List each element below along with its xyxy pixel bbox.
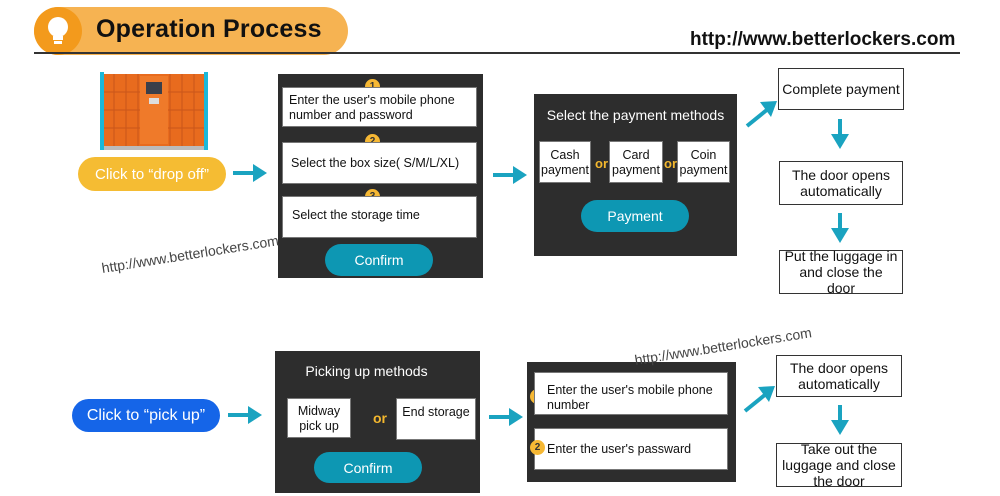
or-label: or <box>595 156 608 171</box>
or-label: or <box>373 410 387 426</box>
or-label: or <box>664 156 677 171</box>
phone-number-field[interactable]: Enter the user's mobile phone number <box>534 372 728 415</box>
watermark-text: http://www.betterlockers.com <box>100 232 280 276</box>
box-size-select[interactable]: Select the box size( S/M/L/XL) <box>282 142 477 184</box>
midway-pickup-option[interactable]: Midway pick up <box>287 398 351 438</box>
title-banner <box>34 7 348 55</box>
page-title: Operation Process <box>96 15 322 43</box>
arrow-down-icon <box>831 119 849 149</box>
take-luggage-box: Take out the luggage and close the door <box>776 441 902 489</box>
pickup-methods-title: Picking up methods <box>305 363 428 379</box>
payment-button[interactable]: Payment <box>581 200 689 232</box>
confirm-button[interactable]: Confirm <box>325 244 433 276</box>
arrow-right-icon <box>233 164 267 182</box>
arrow-up-right-icon <box>745 101 777 128</box>
pick-up-button[interactable]: Click to “pick up” <box>72 399 220 432</box>
complete-payment-box: Complete payment <box>778 68 904 110</box>
arrow-right-icon <box>228 406 262 424</box>
arrow-down-icon <box>831 213 849 243</box>
website-url[interactable]: http://www.betterlockers.com <box>690 29 956 50</box>
lightbulb-icon <box>34 7 82 55</box>
password-field[interactable]: Enter the user's passward <box>534 428 728 470</box>
end-storage-option[interactable]: End storage <box>396 398 476 440</box>
put-luggage-box: Put the luggage in and close the door <box>779 248 903 296</box>
coin-payment-option[interactable]: Coin payment <box>677 141 730 183</box>
arrow-down-icon <box>831 405 849 435</box>
step-badge: 2 <box>530 440 545 455</box>
drop-off-button[interactable]: Click to “drop off” <box>78 157 226 191</box>
locker-illustration <box>100 72 208 150</box>
header-divider <box>34 52 960 54</box>
confirm-button[interactable]: Confirm <box>314 452 422 483</box>
arrow-right-icon <box>489 408 523 426</box>
payment-panel-title: Select the payment methods <box>546 107 725 123</box>
door-opens-box: The door opens automatically <box>779 161 903 205</box>
cash-payment-option[interactable]: Cash payment <box>539 141 591 183</box>
storage-time-select[interactable]: Select the storage time <box>282 196 477 238</box>
arrow-right-icon <box>493 166 527 184</box>
card-payment-option[interactable]: Card payment <box>609 141 663 183</box>
phone-password-field[interactable]: Enter the user's mobile phone number and… <box>282 87 477 127</box>
arrow-up-right-icon <box>743 386 775 413</box>
door-opens-box: The door opens automatically <box>776 355 902 397</box>
